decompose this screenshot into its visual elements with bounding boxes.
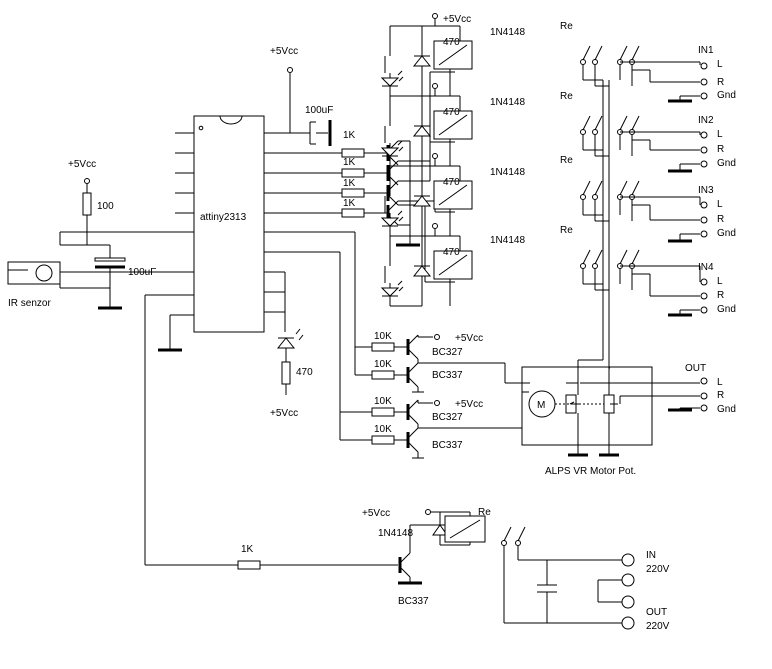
- ir-vcc-label: +5Vcc: [68, 159, 96, 170]
- relay1-r470-label: 470: [443, 37, 460, 48]
- relay3-diode-label: 1N4148: [490, 167, 525, 178]
- pnp2-vcc-label: +5Vcc: [455, 399, 483, 410]
- pnp1-label: BC327: [432, 347, 463, 358]
- npn-mains-label: BC337: [398, 596, 429, 607]
- relay3-r470-label: 470: [443, 177, 460, 188]
- out-label: OUT: [685, 363, 706, 374]
- r10k-label-4: 10K: [374, 424, 392, 435]
- relay2-diode-label: 1N4148: [490, 97, 525, 108]
- in3-label: IN3: [698, 185, 714, 196]
- in2-l-label: L: [717, 129, 723, 140]
- relay4-diode-label: 1N4148: [490, 235, 525, 246]
- r1k-label-1: 1K: [343, 130, 356, 141]
- in3-l-label: L: [717, 199, 723, 210]
- chip-label: attiny2313: [200, 212, 247, 223]
- in1-l-label: L: [717, 59, 723, 70]
- in4-label: IN4: [698, 262, 714, 273]
- led-vcc-label: +5Vcc: [270, 408, 298, 419]
- in4-r-label: R: [717, 290, 724, 301]
- npn1-label: BC337: [432, 370, 463, 381]
- r10k-label-1: 10K: [374, 331, 392, 342]
- in2-label: IN2: [698, 115, 714, 126]
- mains-in-label: IN: [646, 550, 656, 561]
- ir-cap-label: 100uF: [128, 267, 156, 278]
- mains-out-voltage: 220V: [646, 621, 670, 632]
- out-gnd-label: Gnd: [717, 404, 736, 415]
- decoupling-cap-label: 100uF: [305, 105, 333, 116]
- out-l-label: L: [717, 377, 723, 388]
- r1k-label-4: 1K: [343, 198, 356, 209]
- in2-gnd-label: Gnd: [717, 158, 736, 169]
- relay2-r470-label: 470: [443, 107, 460, 118]
- r10k-label-3: 10K: [374, 396, 392, 407]
- in3-r-label: R: [717, 214, 724, 225]
- pnp1-vcc-label: +5Vcc: [455, 333, 483, 344]
- led-r470-label: 470: [296, 367, 313, 378]
- mains-out-label: OUT: [646, 607, 667, 618]
- relay2-re-label: Re: [560, 91, 573, 102]
- r1k-label-3: 1K: [343, 178, 356, 189]
- mains-re-label: Re: [478, 507, 491, 518]
- relay1-vcc-label: +5Vcc: [443, 14, 471, 25]
- ir-sensor-label: IR senzor: [8, 298, 51, 309]
- mains-in-voltage: 220V: [646, 564, 670, 575]
- npn2-label: BC337: [432, 440, 463, 451]
- motor-symbol: M: [537, 400, 545, 411]
- out-r-label: R: [717, 390, 724, 401]
- vcc-label-chip: +5Vcc: [270, 46, 298, 57]
- mains-diode-label: 1N4148: [378, 528, 413, 539]
- in3-gnd-label: Gnd: [717, 228, 736, 239]
- in4-gnd-label: Gnd: [717, 304, 736, 315]
- relay3-re-label: Re: [560, 155, 573, 166]
- relay4-r470-label: 470: [443, 247, 460, 258]
- in2-r-label: R: [717, 144, 724, 155]
- relay1-re-label: Re: [560, 21, 573, 32]
- in1-label: IN1: [698, 45, 714, 56]
- r10k-label-2: 10K: [374, 359, 392, 370]
- r1k-mains-label: 1K: [241, 544, 254, 555]
- in1-r-label: R: [717, 77, 724, 88]
- in1-gnd-label: Gnd: [717, 90, 736, 101]
- mains-vcc-label: +5Vcc: [362, 508, 390, 519]
- in4-l-label: L: [717, 276, 723, 287]
- relay1-diode-label: 1N4148: [490, 27, 525, 38]
- relay4-re-label: Re: [560, 225, 573, 236]
- pnp2-label: BC327: [432, 412, 463, 423]
- motor-pot-caption: ALPS VR Motor Pot.: [545, 466, 636, 477]
- r1k-label-2: 1K: [343, 157, 356, 168]
- ir-resistor-label: 100: [97, 201, 114, 212]
